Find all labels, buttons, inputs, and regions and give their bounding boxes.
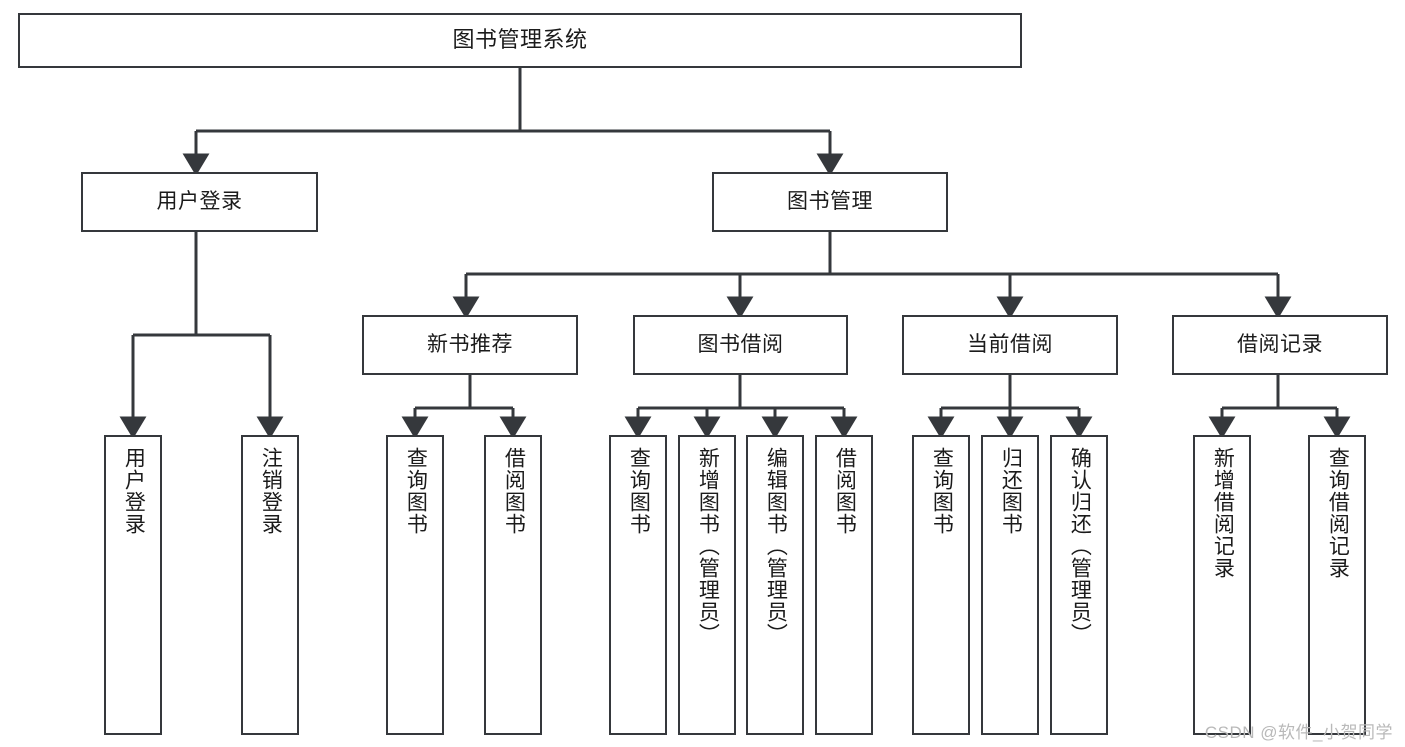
node-root-library-system[interactable]: 图书管理系统 bbox=[18, 13, 1022, 68]
node-leaf-recommend-borrow-book[interactable]: 借阅图书 bbox=[484, 435, 542, 735]
node-new-book-recommend[interactable]: 新书推荐 bbox=[362, 315, 578, 375]
node-leaf-recommend-query-book-label: 查询图书 bbox=[404, 447, 428, 535]
node-leaf-borrow-query-book-label: 查询图书 bbox=[627, 447, 651, 535]
node-book-management-label: 图书管理 bbox=[787, 190, 873, 214]
node-leaf-edit-book-admin-label: 编辑图书（管理员） bbox=[764, 447, 788, 645]
node-leaf-current-query-book[interactable]: 查询图书 bbox=[912, 435, 970, 735]
node-book-borrow[interactable]: 图书借阅 bbox=[633, 315, 848, 375]
node-leaf-current-query-book-label: 查询图书 bbox=[930, 447, 954, 535]
node-leaf-recommend-borrow-book-label: 借阅图书 bbox=[502, 447, 526, 535]
node-user-login[interactable]: 用户登录 bbox=[81, 172, 318, 232]
node-leaf-borrow-query-book[interactable]: 查询图书 bbox=[609, 435, 667, 735]
node-leaf-add-book-admin[interactable]: 新增图书（管理员） bbox=[678, 435, 736, 735]
node-leaf-recommend-query-book[interactable]: 查询图书 bbox=[386, 435, 444, 735]
node-book-borrow-label: 图书借阅 bbox=[697, 333, 784, 357]
node-leaf-logout-label: 注销登录 bbox=[259, 447, 283, 535]
node-leaf-logout[interactable]: 注销登录 bbox=[241, 435, 299, 735]
node-leaf-add-borrow-record-label: 新增借阅记录 bbox=[1211, 447, 1235, 579]
node-book-management[interactable]: 图书管理 bbox=[712, 172, 948, 232]
node-borrow-record[interactable]: 借阅记录 bbox=[1172, 315, 1388, 375]
node-leaf-user-login[interactable]: 用户登录 bbox=[104, 435, 162, 735]
node-leaf-return-book-label: 归还图书 bbox=[999, 447, 1023, 535]
node-leaf-borrow-book[interactable]: 借阅图书 bbox=[815, 435, 873, 735]
node-leaf-user-login-label: 用户登录 bbox=[122, 447, 146, 535]
node-leaf-query-borrow-record[interactable]: 查询借阅记录 bbox=[1308, 435, 1366, 735]
node-user-login-label: 用户登录 bbox=[156, 190, 243, 214]
node-new-book-recommend-label: 新书推荐 bbox=[427, 333, 513, 357]
node-leaf-borrow-book-label: 借阅图书 bbox=[833, 447, 857, 535]
node-leaf-query-borrow-record-label: 查询借阅记录 bbox=[1326, 447, 1350, 579]
node-borrow-record-label: 借阅记录 bbox=[1237, 333, 1323, 357]
node-root-label: 图书管理系统 bbox=[452, 27, 588, 53]
node-leaf-confirm-return-admin[interactable]: 确认归还（管理员） bbox=[1050, 435, 1108, 735]
node-leaf-edit-book-admin[interactable]: 编辑图书（管理员） bbox=[746, 435, 804, 735]
node-current-borrow-label: 当前借阅 bbox=[967, 333, 1053, 357]
csdn-watermark: CSDN @软件_小贺同学 bbox=[1204, 723, 1393, 742]
node-leaf-confirm-return-admin-label: 确认归还（管理员） bbox=[1068, 447, 1092, 645]
node-leaf-add-borrow-record[interactable]: 新增借阅记录 bbox=[1193, 435, 1251, 735]
node-leaf-return-book[interactable]: 归还图书 bbox=[981, 435, 1039, 735]
node-current-borrow[interactable]: 当前借阅 bbox=[902, 315, 1118, 375]
node-leaf-add-book-admin-label: 新增图书（管理员） bbox=[696, 447, 720, 645]
